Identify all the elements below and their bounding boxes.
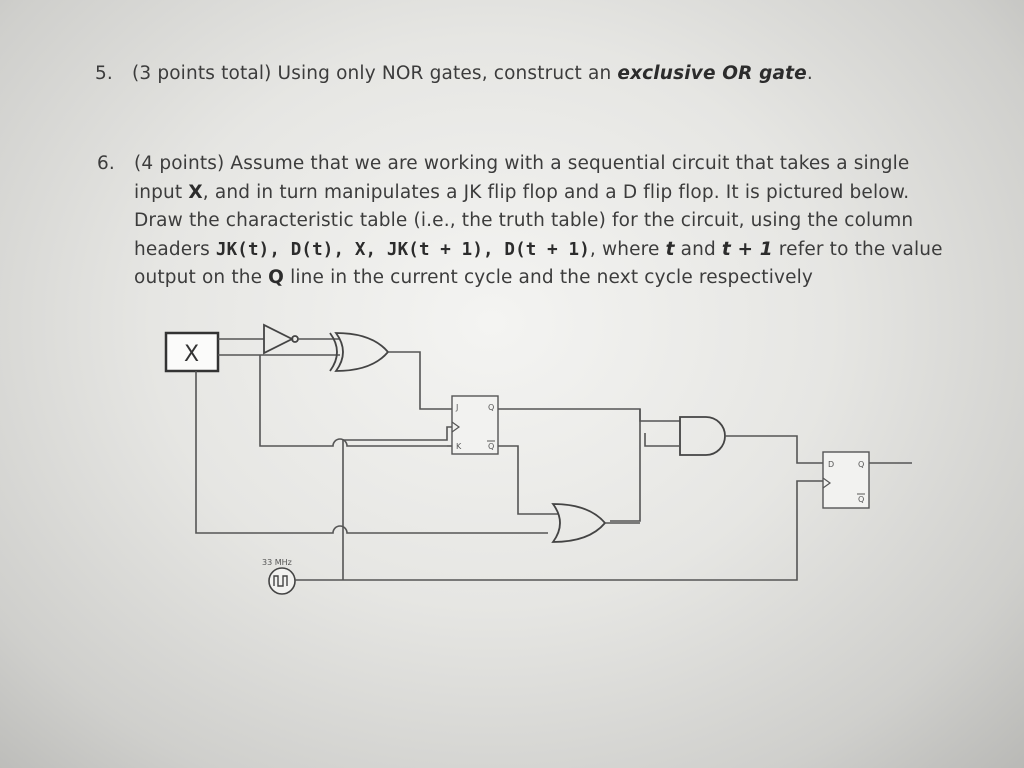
wire-and-to-d [725, 435, 823, 464]
wire-x-to-or-and-k [218, 354, 447, 447]
jk-pin-qbar: Q [488, 442, 494, 451]
question-6: 6. (4 points) Assume that we are working… [97, 150, 997, 300]
or-gate-top [334, 332, 390, 372]
t-plus-1-emphasis: t + 1 [721, 238, 773, 260]
jk-flip-flop [451, 395, 499, 455]
wire-jkq-to-and [498, 408, 680, 422]
d-pin-q: Q [858, 460, 864, 469]
line-5-a: output on the [134, 267, 269, 288]
d-flip-flop [822, 451, 870, 509]
question-5-number: 5. [95, 63, 113, 84]
d-pin-d: D [828, 460, 834, 469]
wire-and-input-2 [644, 433, 680, 447]
wire-x-to-bottom-or [195, 371, 548, 534]
clock-wave-glyph [273, 575, 288, 587]
d-pin-qbar: Q [858, 495, 864, 504]
question-6-line-1: (4 points) Assume that we are working wi… [134, 153, 910, 174]
jk-pin-j: J [455, 403, 458, 412]
wire-clock-to-d [295, 480, 823, 581]
question-5-prompt: (3 points total) Using only NOR gates, c… [132, 63, 618, 84]
question-6-number: 6. [97, 153, 115, 174]
clock-icon [268, 567, 296, 595]
buffer-bubble [291, 335, 299, 343]
question-5-period: . [806, 63, 813, 84]
question-6-text: (4 points) Assume that we are working wi… [134, 150, 943, 293]
line-4-c: and [674, 238, 722, 260]
line-5-b: line in the current cycle and the next c… [284, 267, 814, 288]
question-5-emphasis: exclusive OR gate [617, 63, 807, 84]
input-x-label: X [184, 342, 199, 367]
or-gate-bottom [551, 503, 607, 543]
q-emphasis: Q [268, 267, 285, 288]
question-6-line-4: headers JK(t), D(t), X, JK(t + 1), D(t +… [134, 236, 943, 265]
wire-jkqbar-to-bottom-or [498, 445, 558, 515]
line-2-a: input [134, 181, 189, 203]
t-emphasis: t [665, 238, 675, 260]
input-x-box [164, 331, 220, 373]
line-4-d: refer to the value [772, 238, 943, 260]
jk-clock-marker [451, 421, 461, 433]
line-2-b: , and in turn manipulates a JK flip flop… [202, 181, 910, 203]
line-4-b: , where [589, 238, 666, 260]
xor-back-curve [329, 332, 338, 372]
question-6-line-5: output on the Q line in the current cycl… [134, 264, 943, 293]
question-6-line-2: input X, and in turn manipulates a JK fl… [134, 179, 943, 208]
jk-pin-q: Q [488, 403, 494, 412]
clock-frequency-label: 33 MHz [262, 558, 292, 567]
column-headers: JK(t), D(t), X, JK(t + 1), D(t + 1) [215, 239, 590, 260]
wire-or-to-j [388, 351, 452, 410]
question-6-line-3: Draw the characteristic table (i.e., the… [134, 210, 914, 231]
question-5: 5. (3 points total) Using only NOR gates… [95, 60, 915, 90]
wire-jkq-to-bottom-or-return [610, 409, 641, 522]
d-clock-marker [822, 477, 832, 489]
buffer-gate [263, 323, 295, 355]
input-x-emphasis: X [188, 181, 203, 203]
question-5-text: (3 points total) Using only NOR gates, c… [132, 60, 813, 89]
line-4-a: headers [134, 238, 216, 260]
wire-clock-to-jk [342, 426, 452, 580]
jk-pin-k: K [456, 442, 462, 451]
and-gate [679, 416, 726, 456]
